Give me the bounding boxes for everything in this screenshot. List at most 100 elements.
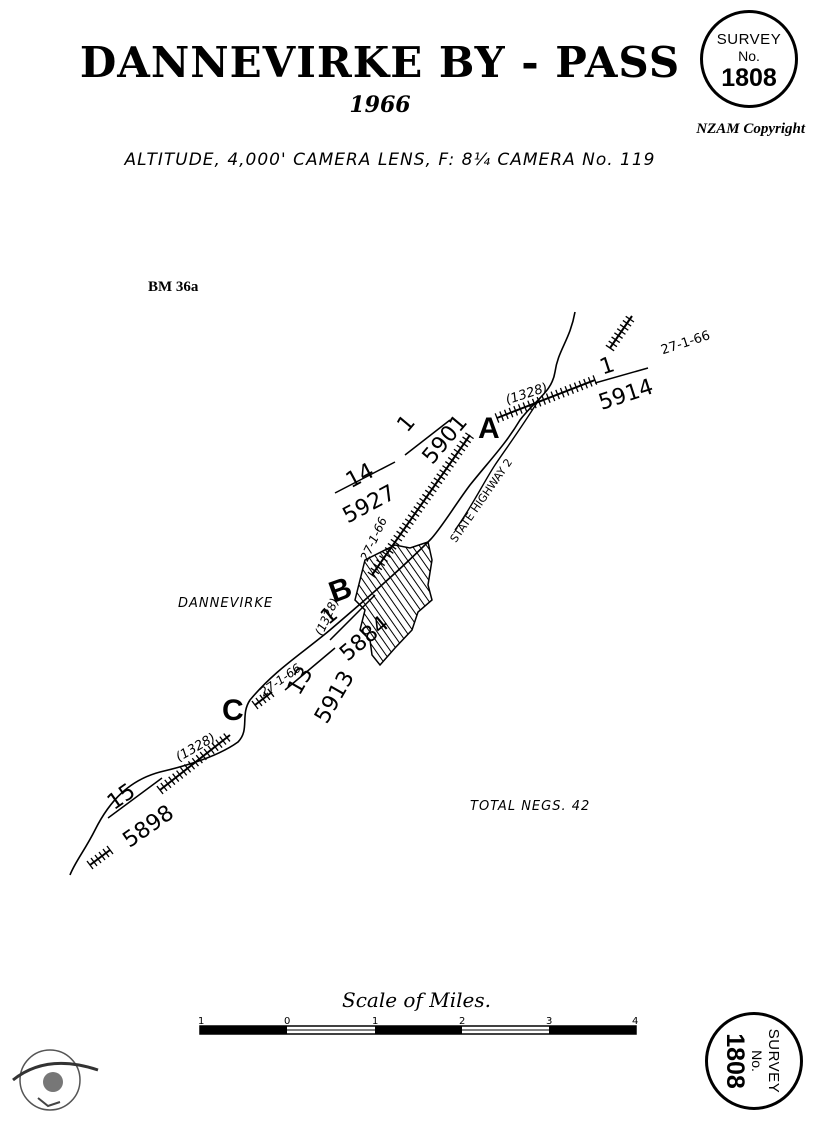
run-letter-c: C (222, 694, 244, 727)
run-tick (384, 547, 394, 554)
run-tick (583, 378, 588, 389)
run-tick (396, 530, 406, 538)
run-tick (531, 398, 537, 409)
run-tick (407, 514, 417, 522)
run-tick (494, 413, 500, 423)
run-tick (176, 770, 184, 779)
map-year: 1966 (349, 92, 411, 118)
run-tick (616, 328, 626, 335)
run-tick (453, 448, 463, 456)
scale-bar (199, 1025, 637, 1035)
total-negs-label: TOTAL NEGS. 42 (470, 799, 591, 814)
run-tick (164, 779, 172, 789)
run-tick (503, 409, 509, 420)
run-tick (381, 551, 391, 558)
run-tick (508, 407, 514, 418)
run-tick (622, 319, 632, 327)
run-tick (219, 736, 227, 745)
stamp-survey-label: SURVEY (716, 31, 782, 48)
highway-label: STATE HIGHWAY 2 (448, 456, 516, 545)
run-tick (156, 785, 164, 795)
run-tick (211, 742, 219, 752)
run-tick (255, 697, 263, 707)
run-tick (459, 440, 469, 448)
run-tick (401, 522, 411, 530)
survey-stamp-top: SURVEY No. 1808 (700, 10, 798, 108)
run-tick (207, 745, 215, 755)
run-tick (370, 567, 380, 575)
run-tick (195, 754, 203, 764)
run-a-date: 27-1-66 (659, 328, 712, 358)
run-tick (199, 751, 207, 761)
run-tick (263, 691, 271, 701)
run-c-focal: (1328) (173, 731, 218, 766)
stamp-number: 1808 (721, 1033, 749, 1089)
run-tick (436, 473, 446, 481)
camera-details: ALTITUDE, 4,000' CAMERA LENS, F: 8¼ CAME… (124, 150, 656, 170)
survey-stamp-bottom: SURVEY No. 1808 (705, 1012, 803, 1110)
run-tick (179, 767, 188, 776)
aerial-mapping-logo-icon (12, 1049, 99, 1111)
run-tick (456, 444, 466, 452)
run-tick (376, 559, 386, 567)
run-tick (416, 501, 426, 509)
divider-5914 (594, 367, 649, 384)
run-tick (183, 764, 192, 773)
run-tick (106, 845, 114, 855)
run-tick (168, 776, 176, 786)
run-tick (527, 400, 533, 411)
run-tick (450, 452, 460, 460)
stamp-no-label: No. (738, 48, 760, 64)
run-tick (223, 733, 231, 742)
river-line (69, 311, 576, 876)
run-tick (513, 405, 519, 416)
run-tick (522, 402, 528, 413)
run-tick (605, 344, 615, 352)
run-tick (550, 391, 556, 402)
run-ticks (86, 315, 635, 870)
run-tick (611, 336, 621, 344)
run-tick (541, 395, 547, 405)
divider-5884 (329, 594, 376, 641)
run-tick (215, 739, 223, 748)
scale-tick: 2 (459, 1016, 465, 1027)
run-tick (625, 315, 635, 323)
run-tick (430, 481, 440, 489)
stamp-no-label: No. (749, 1050, 765, 1072)
scale-tick: 1 (198, 1016, 204, 1027)
run-tick (499, 411, 505, 422)
run-tick (399, 526, 409, 534)
run-tick (387, 542, 397, 550)
run-tick (422, 493, 431, 501)
run-tick (98, 851, 106, 861)
run-tick (410, 510, 420, 517)
run-tick (569, 384, 575, 394)
run-tick (90, 857, 98, 867)
run-tick (444, 461, 454, 468)
run-tick (462, 436, 472, 444)
run-tick (433, 477, 443, 485)
run-a-focal: (1328) (504, 381, 550, 409)
benchmark-label: BM 36a (148, 279, 199, 295)
company-logo (8, 1040, 103, 1119)
run-tick (187, 760, 196, 770)
run-tick (555, 389, 561, 400)
run-tick (536, 396, 542, 407)
run-tick (102, 848, 110, 858)
divider-14 (334, 461, 396, 494)
run-5901-print-no: 5901 (418, 410, 473, 469)
run-15-neg-count: 15 (103, 779, 140, 816)
run-tick (393, 534, 403, 542)
run-tick (578, 380, 584, 391)
run-tick (559, 387, 565, 398)
divider-5913 (284, 647, 336, 691)
run-tick (191, 757, 199, 767)
run-tick (442, 465, 452, 472)
run-15-print-no: 5898 (119, 801, 179, 854)
run-14-print-no: 5927 (339, 481, 400, 529)
run-tick (203, 748, 211, 758)
run-a-neg-count: 1 (597, 352, 618, 380)
run-tick (251, 700, 259, 710)
map-title: DANNEVIRKE BY - PASS (79, 38, 681, 87)
